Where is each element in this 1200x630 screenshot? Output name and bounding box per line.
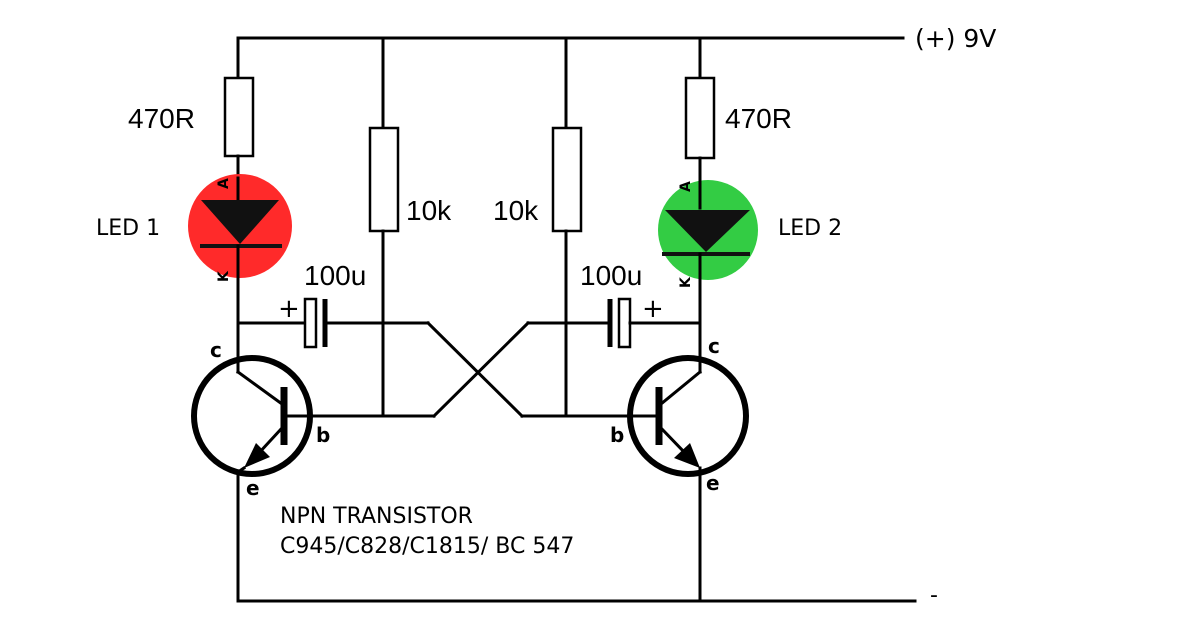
resistor-10k-left-label: 10k <box>406 195 452 226</box>
transistor-type-note: NPN TRANSISTOR <box>280 504 473 529</box>
capacitor-right-label: 100u <box>580 260 642 291</box>
q2-collector-label: c <box>708 334 720 358</box>
led-1-anode-label: A <box>216 178 232 189</box>
positive-supply-label: (+) 9V <box>915 24 996 53</box>
capacitor-left-polarity: + <box>278 294 300 324</box>
resistor-470r-left <box>223 76 255 158</box>
q1-base-label: b <box>316 423 330 447</box>
resistor-10k-left <box>368 126 400 233</box>
resistor-470r-left-label: 470R <box>128 103 195 134</box>
resistor-10k-right-label: 10k <box>493 195 539 226</box>
resistor-470r-right <box>684 76 716 160</box>
diode-triangle-icon <box>665 210 750 252</box>
capacitor-left-label: 100u <box>304 260 366 291</box>
q2-base-label: b <box>610 423 624 447</box>
capacitor-left <box>236 297 430 349</box>
q1-emitter-label: e <box>246 476 260 500</box>
led-1 <box>188 174 292 280</box>
q2-emitter-label: e <box>706 471 720 495</box>
led-1-label: LED 1 <box>96 216 160 241</box>
diode-triangle-icon <box>201 200 279 244</box>
led-1-cathode-label: K <box>216 270 232 282</box>
transistor-q2 <box>613 355 749 603</box>
cross-coupling-wires <box>296 320 617 419</box>
emitter-arrow-icon <box>244 443 270 468</box>
transistor-part-numbers: C945/C828/C1815/ BC 547 <box>280 534 574 559</box>
led-2-cathode-label: K <box>678 276 694 288</box>
left-collector-branch <box>223 36 255 374</box>
resistor-10k-right <box>551 126 583 233</box>
q1-collector-label: c <box>210 338 222 362</box>
emitter-arrow-icon <box>674 443 700 468</box>
led-2-label: LED 2 <box>778 216 842 241</box>
right-base-resistor-branch <box>551 36 583 418</box>
led-2 <box>658 180 758 282</box>
resistor-470r-right-label: 470R <box>725 103 792 134</box>
negative-supply-label: - <box>930 583 938 608</box>
transistor-q1 <box>191 355 313 603</box>
left-base-resistor-branch <box>368 36 400 418</box>
right-collector-branch <box>684 36 716 374</box>
capacitor-right <box>526 297 702 349</box>
led-2-anode-label: A <box>678 181 694 192</box>
capacitor-right-polarity: + <box>642 294 664 324</box>
